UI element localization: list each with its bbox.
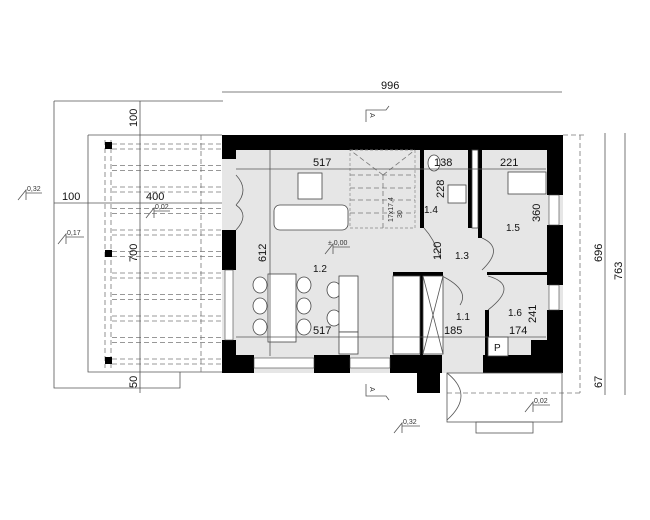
stairs-sub: 30 [397, 210, 404, 218]
dim-1-5-depth: 360 [531, 204, 543, 222]
room-1-4: 1.4 [424, 205, 438, 216]
chair [296, 297, 312, 315]
dim-1-3: 120 [432, 242, 444, 260]
kitchen-counter [392, 275, 421, 355]
room-1-3: 1.3 [455, 251, 469, 262]
bathroom-cabinet [471, 149, 479, 229]
terrace [53, 100, 223, 389]
building: 17x17,4 30 P [222, 135, 563, 421]
dim-1-2-width: 517 [313, 157, 331, 169]
dim-terrace-width: 400 [146, 191, 164, 203]
level-ground-front: 0,32 [403, 419, 417, 426]
room-labels: 517 612 517 1.2 138 228 1.4 120 1.3 221 … [236, 150, 546, 356]
desk [507, 171, 547, 195]
dim-terrace-bottom: 50 [128, 376, 140, 388]
chair [296, 318, 312, 336]
chair [296, 276, 312, 294]
staircase: 17x17,4 30 [349, 149, 416, 229]
dim-overall-width: 996 [381, 80, 399, 92]
chair [252, 318, 268, 336]
stairs-label: 17x17,4 [388, 197, 395, 222]
room-1-5: 1.5 [506, 223, 520, 234]
dim-1-4-depth: 228 [435, 180, 447, 198]
dim-1-2-depth: 612 [257, 244, 269, 262]
level-terrace: 0,02 [155, 204, 169, 211]
dim-1-4-width: 138 [434, 157, 452, 169]
dim-1-5-width: 221 [500, 157, 518, 169]
level-terrace-edge: 0,17 [67, 230, 81, 237]
level-ground-left: 0,32 [27, 186, 41, 193]
coffee-table [297, 172, 323, 200]
dim-1-2-width-bottom: 517 [313, 325, 331, 337]
dining-table [267, 273, 297, 343]
terrace-outline [53, 100, 223, 389]
terrace-door[interactable] [235, 174, 244, 231]
chair [252, 276, 268, 294]
dim-terrace-depth: 700 [128, 244, 140, 262]
washbasin [447, 184, 467, 204]
kitchen-island [338, 275, 359, 333]
dim-terrace-top: 100 [128, 109, 140, 127]
level-marks: 0,32 0,17 0,02 ± 0,00 0,02 0,32 [17, 186, 550, 434]
dim-entrance-offset: 67 [593, 376, 605, 388]
step [475, 421, 534, 434]
dimension-lines [54, 91, 626, 395]
pergola-post [105, 142, 112, 149]
boiler-label: P [494, 343, 501, 354]
terrace-pergola-beams [112, 143, 222, 365]
entrance-porch [446, 372, 563, 434]
cooktop [338, 331, 359, 355]
dining-chairs [252, 276, 342, 336]
column [417, 355, 440, 393]
dim-overall-depth: 763 [613, 262, 625, 280]
dim-terrace-overhang: 100 [62, 191, 80, 203]
room-1-1: 1.1 [456, 312, 470, 323]
door-swings[interactable] [423, 227, 505, 421]
sofa [273, 204, 349, 231]
pergola-post [105, 357, 112, 364]
dim-1-6-width: 174 [509, 325, 527, 337]
chair [252, 297, 268, 315]
toilet [427, 154, 441, 172]
room-1-6: 1.6 [508, 308, 522, 319]
pergola-post [105, 250, 112, 257]
dim-1-1: 185 [444, 325, 462, 337]
section-marker-bottom: A [365, 384, 390, 401]
dim-1-6-depth: 241 [527, 305, 539, 323]
level-entrance: 0,02 [534, 398, 548, 405]
level-interior: ± 0,00 [328, 240, 348, 247]
room-1-2: 1.2 [313, 264, 327, 275]
svg-text:A: A [368, 113, 375, 118]
dim-building-depth: 696 [593, 244, 605, 262]
svg-text:A: A [368, 387, 375, 392]
section-marker-top: A [365, 105, 390, 122]
